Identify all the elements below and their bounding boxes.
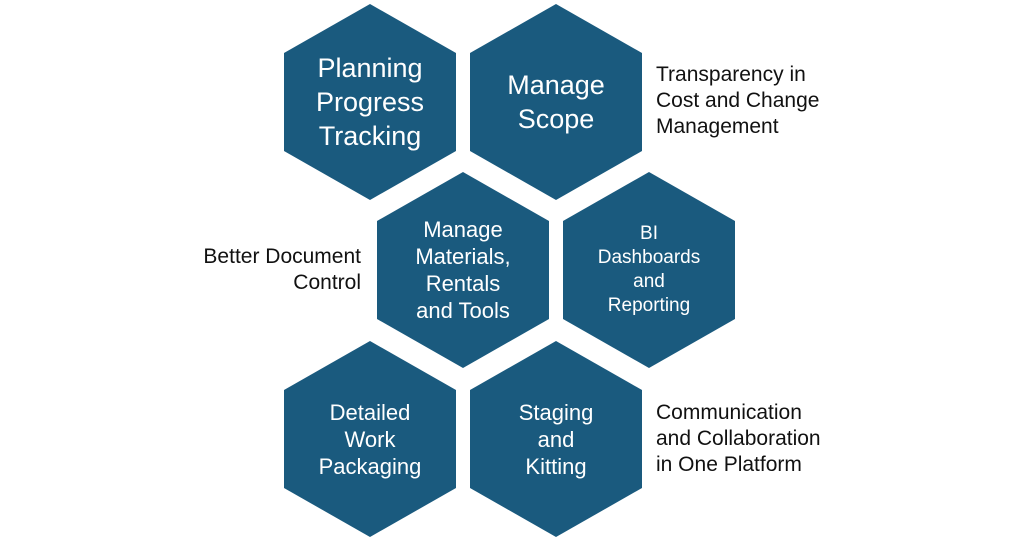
hexagon-label: Detailed Work Packaging (318, 399, 422, 479)
hexagon-label: Staging and Kitting (518, 399, 594, 479)
hexagon-label: BI Dashboards and Reporting (597, 223, 701, 316)
hexagon-planning-progress-tracking: Planning Progress Tracking (284, 4, 456, 200)
hexagon-label: Planning Progress Tracking (315, 53, 425, 151)
side-label-communication: Communication and Collaboration in One P… (656, 401, 821, 476)
hexagon-manage-materials: Manage Materials, Rentals and Tools (377, 172, 549, 368)
hexagon-label: Manage Scope (507, 70, 605, 134)
hexagon-staging-kitting: Staging and Kitting (470, 341, 642, 537)
hexagon-detailed-work-packaging: Detailed Work Packaging (284, 341, 456, 537)
side-label-transparency: Transparency in Cost and Change Manageme… (656, 63, 820, 138)
hexagon-bi-dashboards: BI Dashboards and Reporting (563, 172, 735, 368)
side-label-document-control: Better Document Control (203, 245, 361, 294)
hexagon-label: Manage Materials, Rentals and Tools (415, 217, 511, 323)
hexagon-manage-scope: Manage Scope (470, 4, 642, 200)
